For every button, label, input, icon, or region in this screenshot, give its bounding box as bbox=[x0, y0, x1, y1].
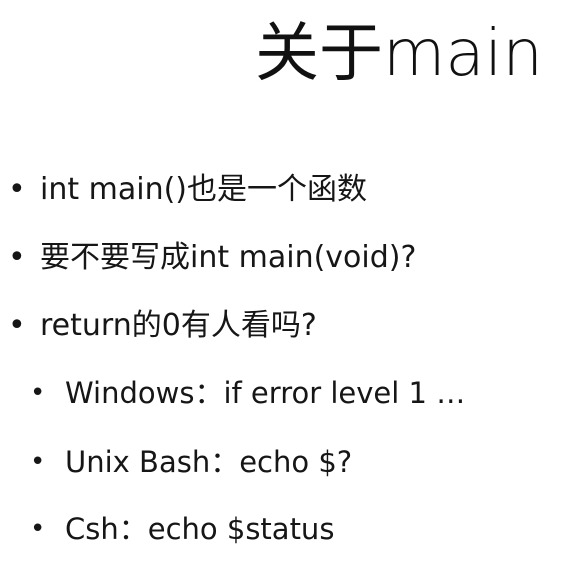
sub-bullet-text: Windows：if error level 1 … bbox=[65, 376, 466, 410]
bullet-text: return的0有人看吗? bbox=[40, 308, 317, 343]
sub-bullet-dot: • bbox=[30, 514, 46, 544]
bullet-item: • int main()也是一个函数 bbox=[8, 170, 568, 210]
bullet-dot: • bbox=[8, 172, 26, 207]
sub-bullet-text: Unix Bash：echo $? bbox=[65, 445, 353, 479]
bullet-text: int main()也是一个函数 bbox=[40, 172, 368, 207]
bullet-dot: • bbox=[8, 308, 26, 343]
bullet-dot: • bbox=[8, 240, 26, 275]
slide-title: 关于main bbox=[255, 17, 543, 91]
bullet-item: • 要不要写成int main(void)? bbox=[8, 238, 568, 278]
sub-bullet-dot: • bbox=[30, 447, 46, 477]
sub-bullet-item: • Windows：if error level 1 … bbox=[30, 373, 570, 413]
sub-bullet-text: Csh：echo $status bbox=[65, 512, 335, 546]
bullet-item: • return的0有人看吗? bbox=[8, 306, 568, 346]
sub-bullet-dot: • bbox=[30, 378, 46, 408]
sub-bullet-item: • Unix Bash：echo $? bbox=[30, 442, 570, 482]
bullet-text: 要不要写成int main(void)? bbox=[40, 240, 417, 275]
sub-bullet-item: • Csh：echo $status bbox=[30, 509, 570, 549]
